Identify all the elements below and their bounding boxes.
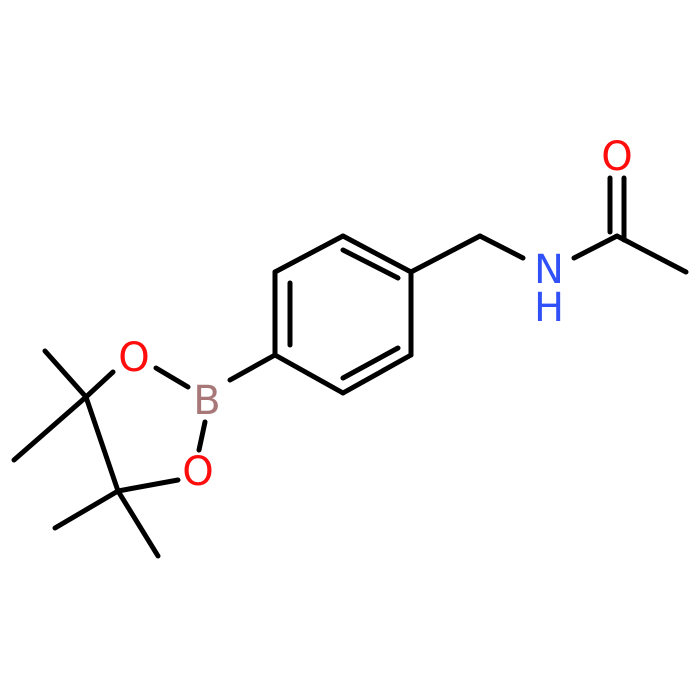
atom-label-hydrogen: H xyxy=(534,285,564,331)
bond-carbonyl-methyl xyxy=(614,233,689,275)
atom-label-boron: B xyxy=(193,378,220,424)
atom-label-nitrogen: N xyxy=(534,247,564,293)
bond-ring-inner-3 xyxy=(340,345,401,381)
atom-label-oxygen-ring-top: O xyxy=(118,335,149,381)
bond-carbonyl-nitrogen xyxy=(571,233,620,261)
bond-ring-inner-1 xyxy=(340,247,401,281)
bond-ring-carbons xyxy=(83,394,121,494)
bond-methyl-4 xyxy=(115,488,161,559)
bond-boron-oxygen-bottom xyxy=(196,419,208,453)
bond-ring-1 xyxy=(340,233,414,275)
bond-methyl-1 xyxy=(42,348,89,400)
bond-oxygen-bottom-carbon xyxy=(115,477,181,494)
bonds xyxy=(11,175,689,559)
atom-label-oxygen-carbonyl: O xyxy=(601,134,632,180)
bond-boron-oxygen-top xyxy=(153,365,191,390)
bond-ring-5 xyxy=(340,352,414,396)
bond-ring-2 xyxy=(272,233,346,275)
atom-labels: O N H B O O xyxy=(118,134,632,495)
bond-nitrogen-ch2 xyxy=(477,233,526,261)
bond-methyl-3 xyxy=(52,488,121,531)
bond-ring-4 xyxy=(272,352,346,396)
bond-oxygen-top-carbon xyxy=(83,369,116,400)
bond-ch2-ring xyxy=(408,233,483,275)
bond-ring-boron xyxy=(227,352,278,383)
atom-label-oxygen-ring-bottom: O xyxy=(182,449,213,495)
bond-methyl-2 xyxy=(11,394,89,463)
